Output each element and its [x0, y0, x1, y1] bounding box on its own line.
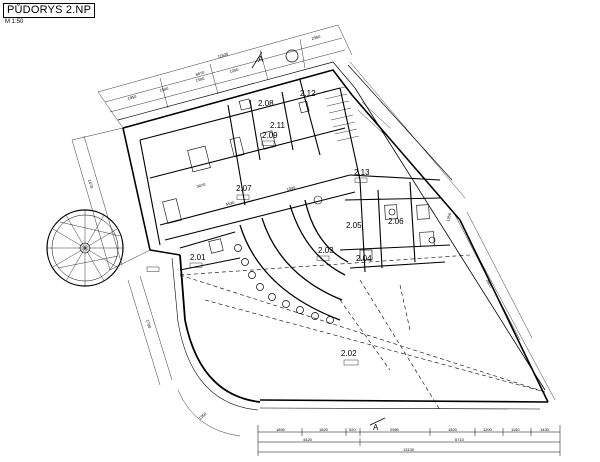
drawing-title: PŮDORYS 2.NP — [3, 3, 96, 18]
dim-top-3: 1500 — [195, 76, 206, 83]
dim-top-2: 1500 — [159, 86, 170, 93]
dim-top-sub: 6670 — [195, 70, 206, 77]
dimension-lines-bottom — [257, 425, 561, 456]
section-mark-top: A — [258, 55, 264, 64]
dim-bottom-2: 1820 — [319, 427, 329, 432]
dimension-lines-top — [97, 24, 353, 129]
room-labels: 2.08 2.09 2.11 2.12 2.07 2.13 2.05 2.06 … — [190, 89, 404, 358]
dim-top-total: 11630 — [217, 51, 230, 59]
room-area-tags — [146, 140, 368, 366]
dim-bottom-total: 13130 — [403, 447, 415, 452]
fixtures — [162, 98, 436, 261]
room-label-2-09: 2.09 — [262, 131, 278, 140]
columns — [234, 49, 334, 324]
dim-bottom-3: 520 — [349, 427, 356, 432]
dim-bottom-span-b: 6710 — [455, 437, 465, 442]
dimension-texts-top: 11630 6670 2360 1950 1500 1500 1200 3470… — [127, 34, 322, 207]
dim-bottom-span-a: 4420 — [303, 437, 313, 442]
section-cut-markers — [251, 51, 386, 426]
room-label-2-03: 2.03 — [318, 246, 334, 255]
curved-walls — [239, 199, 349, 321]
dim-left-b: 1700 — [145, 319, 152, 330]
dimension-lines-right — [349, 61, 556, 401]
interior-walls — [139, 79, 451, 273]
dimension-texts-side: 1470 1700 1350 2800 1350 — [87, 179, 494, 421]
room-label-2-11: 2.11 — [270, 121, 286, 130]
room-label-2-12: 2.12 — [300, 89, 316, 98]
dim-arc: 1350 — [197, 411, 208, 421]
spiral-staircase — [46, 209, 124, 287]
room-label-2-05: 2.05 — [346, 221, 362, 230]
dim-bottom-4: 2980 — [390, 427, 400, 432]
dim-bottom-7: 1150 — [511, 427, 520, 432]
dim-mid-c: 1930 — [286, 185, 297, 192]
dim-bottom-8: 1430 — [540, 427, 550, 432]
dimension-texts-bottom: 1890 1820 520 2980 1820 1200 1150 1430 4… — [276, 427, 550, 452]
dim-mid-a: 3470 — [196, 182, 207, 189]
staircase-upper — [322, 86, 391, 142]
room-label-2-01: 2.01 — [190, 253, 206, 262]
dim-left-a: 1470 — [87, 179, 94, 190]
projection-lines — [179, 254, 546, 411]
room-label-2-08: 2.08 — [258, 99, 274, 108]
room-label-2-07: 2.07 — [236, 184, 252, 193]
building-outline — [117, 61, 549, 411]
dim-bottom-6: 1200 — [483, 427, 493, 432]
dim-right-b: 1350 — [445, 212, 452, 223]
dim-top-4: 1200 — [229, 67, 240, 74]
dim-top-1: 1950 — [127, 94, 138, 101]
room-label-2-02: 2.02 — [341, 349, 357, 358]
dim-mid-b: 4530 — [225, 200, 236, 207]
dim-top-right: 2360 — [311, 34, 322, 41]
room-label-2-04: 2.04 — [356, 254, 372, 263]
section-labels: A A — [258, 55, 379, 432]
section-mark-bottom: A — [373, 423, 379, 432]
room-label-2-13: 2.13 — [354, 168, 370, 177]
dim-bottom-5: 1820 — [448, 427, 458, 432]
room-label-2-06: 2.06 — [388, 217, 404, 226]
drawing-scale: M 1:50 — [5, 19, 24, 25]
dim-bottom-1: 1890 — [276, 427, 286, 432]
dim-right-a: 2800 — [485, 278, 494, 289]
dimension-lines-left — [71, 127, 241, 437]
